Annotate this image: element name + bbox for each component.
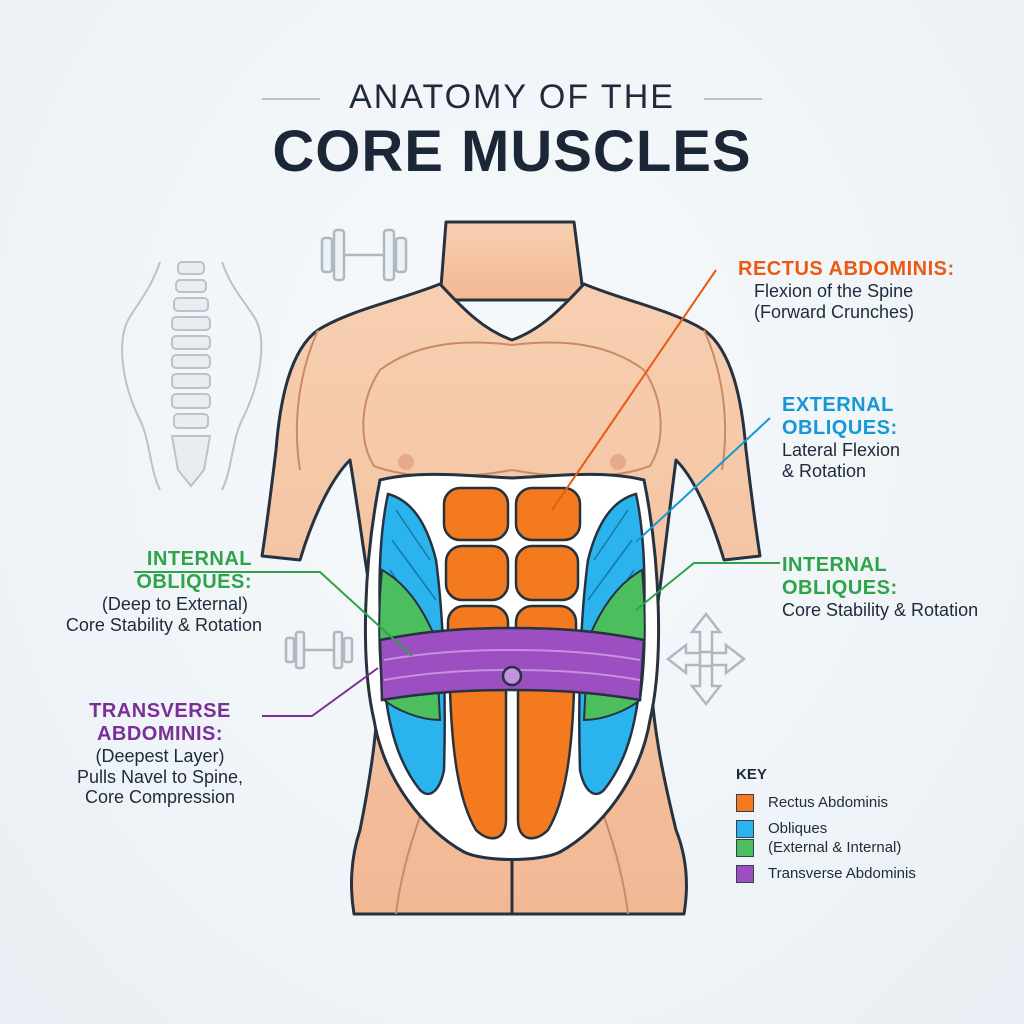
page-title: CORE MUSCLES [272,119,752,184]
internal-right-desc1: Core Stability & Rotation [782,600,979,620]
label-internal-obliques-left: INTERNAL OBLIQUES: (Deep to External) Co… [40,548,262,635]
internal-left-desc1: (Deep to External) [101,594,248,614]
external-desc1: Lateral Flexion [782,440,901,460]
legend-title: KEY [736,766,767,783]
legend-item-internal: (External & Internal) [736,838,916,858]
internal-left-desc2: Core Stability & Rotation [65,614,262,635]
legend-swatch-internal [736,839,754,857]
spine-icon [121,261,263,491]
label-transverse-abdominis: TRANSVERSE ABDOMINIS: (Deepest Layer) Pu… [60,700,260,808]
dumbbell-icon [320,228,408,282]
title-rule-left [262,98,320,100]
transverse-desc3: Core Compression [84,787,236,808]
label-internal-obliques-right: INTERNAL OBLIQUES: Core Stability & Rota… [782,554,978,621]
transverse-head2: ABDOMINIS: [96,723,224,745]
transverse-desc2: Pulls Navel to Spine, [76,766,244,787]
transverse-head1: TRANSVERSE [89,700,231,722]
leader-lines [134,269,780,717]
external-head2: OBLIQUES: [782,417,898,439]
legend-label-obliques: Obliques [768,819,828,837]
internal-left-head2: OBLIQUES: [136,571,252,593]
legend-swatch-transverse [736,864,754,883]
legend-item-obliques: Obliques [736,819,916,839]
legend-label-internal: (External & Internal) [768,839,902,856]
move-arrows-icon [665,611,747,707]
legend-item-transverse: Transverse Abdominis [736,864,916,884]
title-line1: ANATOMY OF THE [349,78,675,116]
internal-right-head1: INTERNAL [782,554,888,576]
label-rectus-abdominis: RECTUS ABDOMINIS: Flexion of the Spine (… [738,258,955,322]
legend-label-rectus: Rectus Abdominis [768,794,889,811]
label-external-obliques: EXTERNAL OBLIQUES: Lateral Flexion & Rot… [782,394,900,481]
internal-left-head1: INTERNAL [146,548,252,570]
legend-label-transverse: Transverse Abdominis [768,864,916,882]
legend: KEY Rectus Abdominis Obliques (External … [736,766,916,889]
external-head1: EXTERNAL [782,394,894,416]
transverse-desc1: (Deepest Layer) [95,746,225,766]
rectus-desc1: Flexion of the Spine [754,281,914,301]
transverse-abdominis [378,626,646,702]
dumbbell-icon-small [284,630,354,670]
legend-item-rectus: Rectus Abdominis [736,793,916,813]
external-desc2: & Rotation [782,460,867,481]
title-rule-right [704,98,762,100]
rectus-desc2: (Forward Crunches) [754,301,915,322]
legend-swatch-obliques [736,819,754,838]
rectus-head: RECTUS ABDOMINIS: [738,258,955,280]
internal-right-head2: OBLIQUES: [782,577,898,599]
legend-swatch-rectus [736,794,754,812]
